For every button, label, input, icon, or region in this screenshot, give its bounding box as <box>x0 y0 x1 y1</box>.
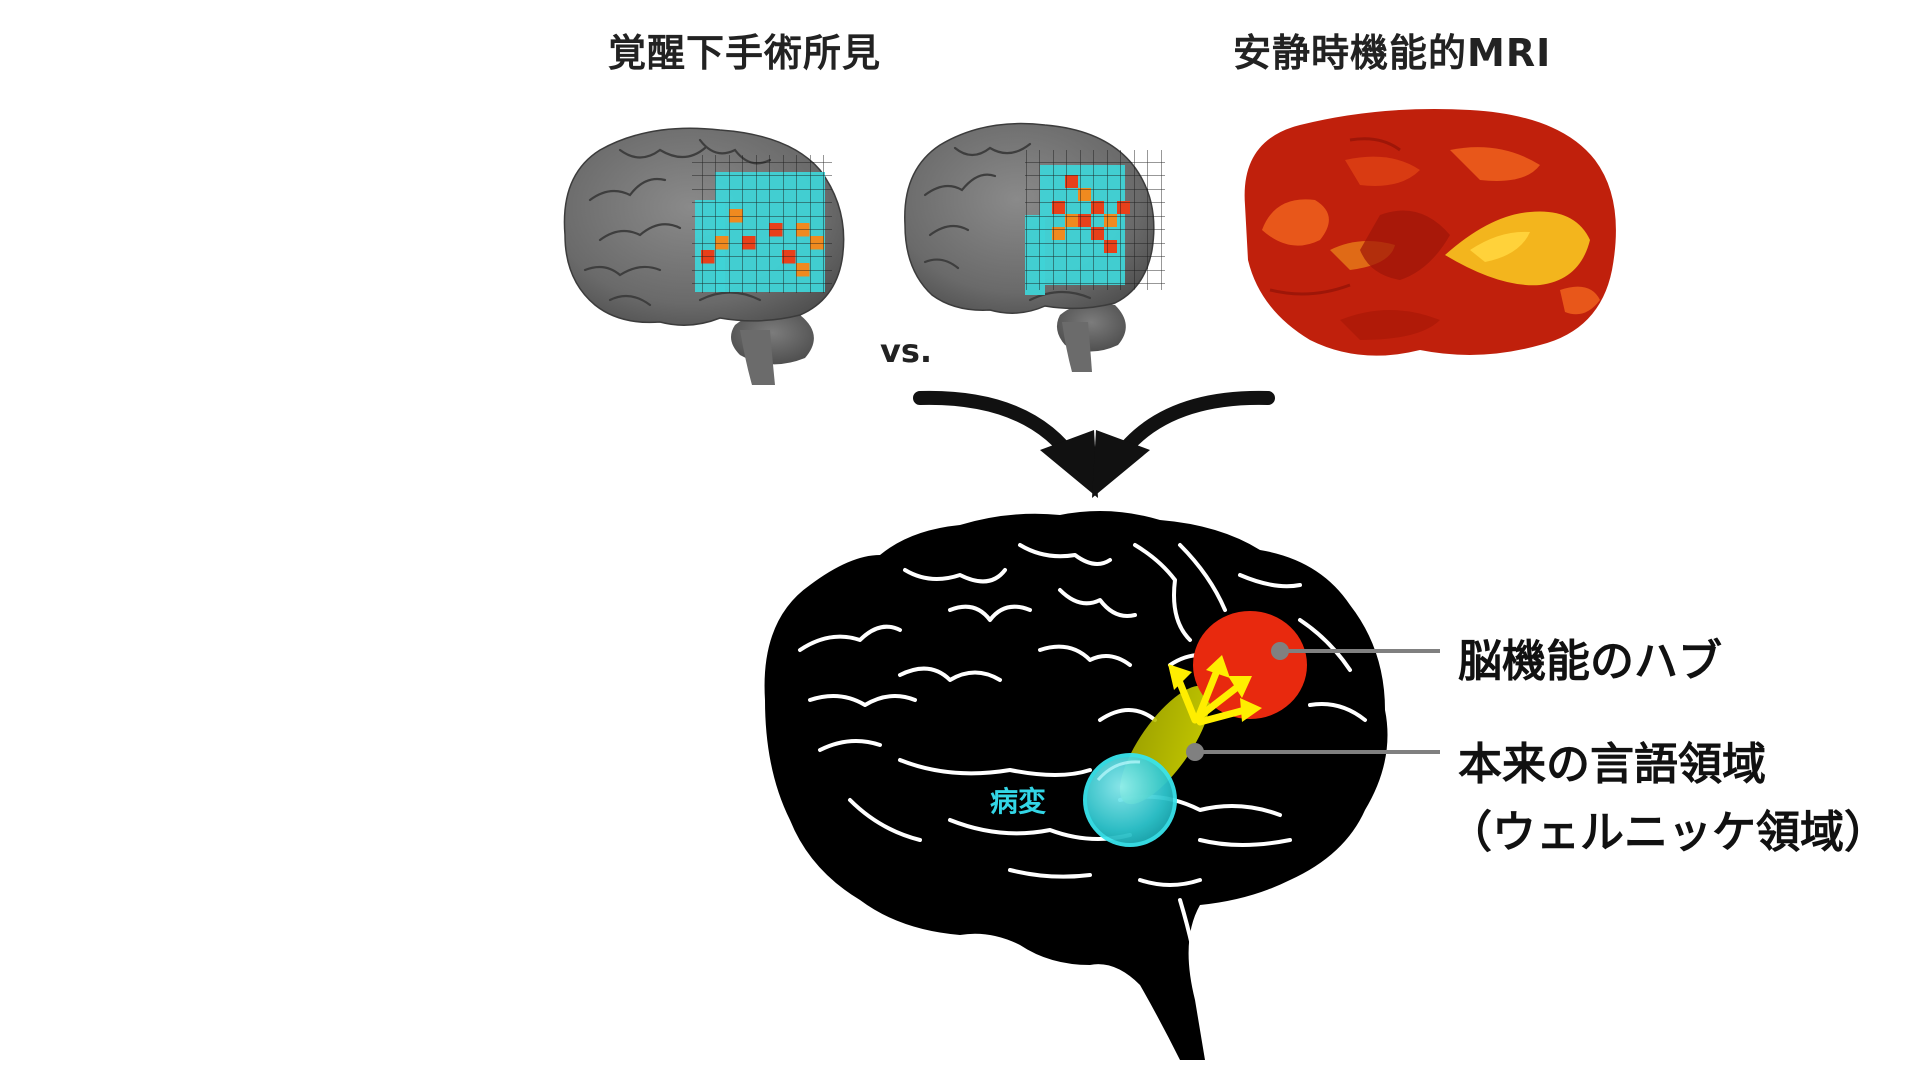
resting-fmri-heading: 安静時機能的MRI <box>1233 31 1552 75</box>
brainstem-shape <box>740 330 775 385</box>
lesion-label: 病変 <box>990 785 1047 818</box>
fmri-surface <box>1244 109 1616 356</box>
hub-circle <box>1193 611 1307 719</box>
lesion-circle <box>1083 753 1177 847</box>
callout-lines <box>1186 642 1440 761</box>
connectivity-arrowheads <box>1168 655 1262 722</box>
grid-brain-middle <box>904 122 1165 372</box>
awake-surgery-heading: 覚醒下手術所見 <box>608 31 882 75</box>
language-area-callout: 本来の言語領域 <box>1458 739 1766 790</box>
grid-brain-left <box>563 127 845 385</box>
arrowhead-left <box>1040 430 1098 498</box>
vs-label: vs. <box>880 332 932 370</box>
main-brain <box>764 511 1388 1060</box>
wernicke-callout: （ウェルニッケ領域） <box>1448 807 1888 858</box>
hub-callout: 脳機能のハブ <box>1458 636 1722 687</box>
connectivity-arrows <box>1174 664 1249 726</box>
arrowhead-right <box>1092 430 1150 498</box>
